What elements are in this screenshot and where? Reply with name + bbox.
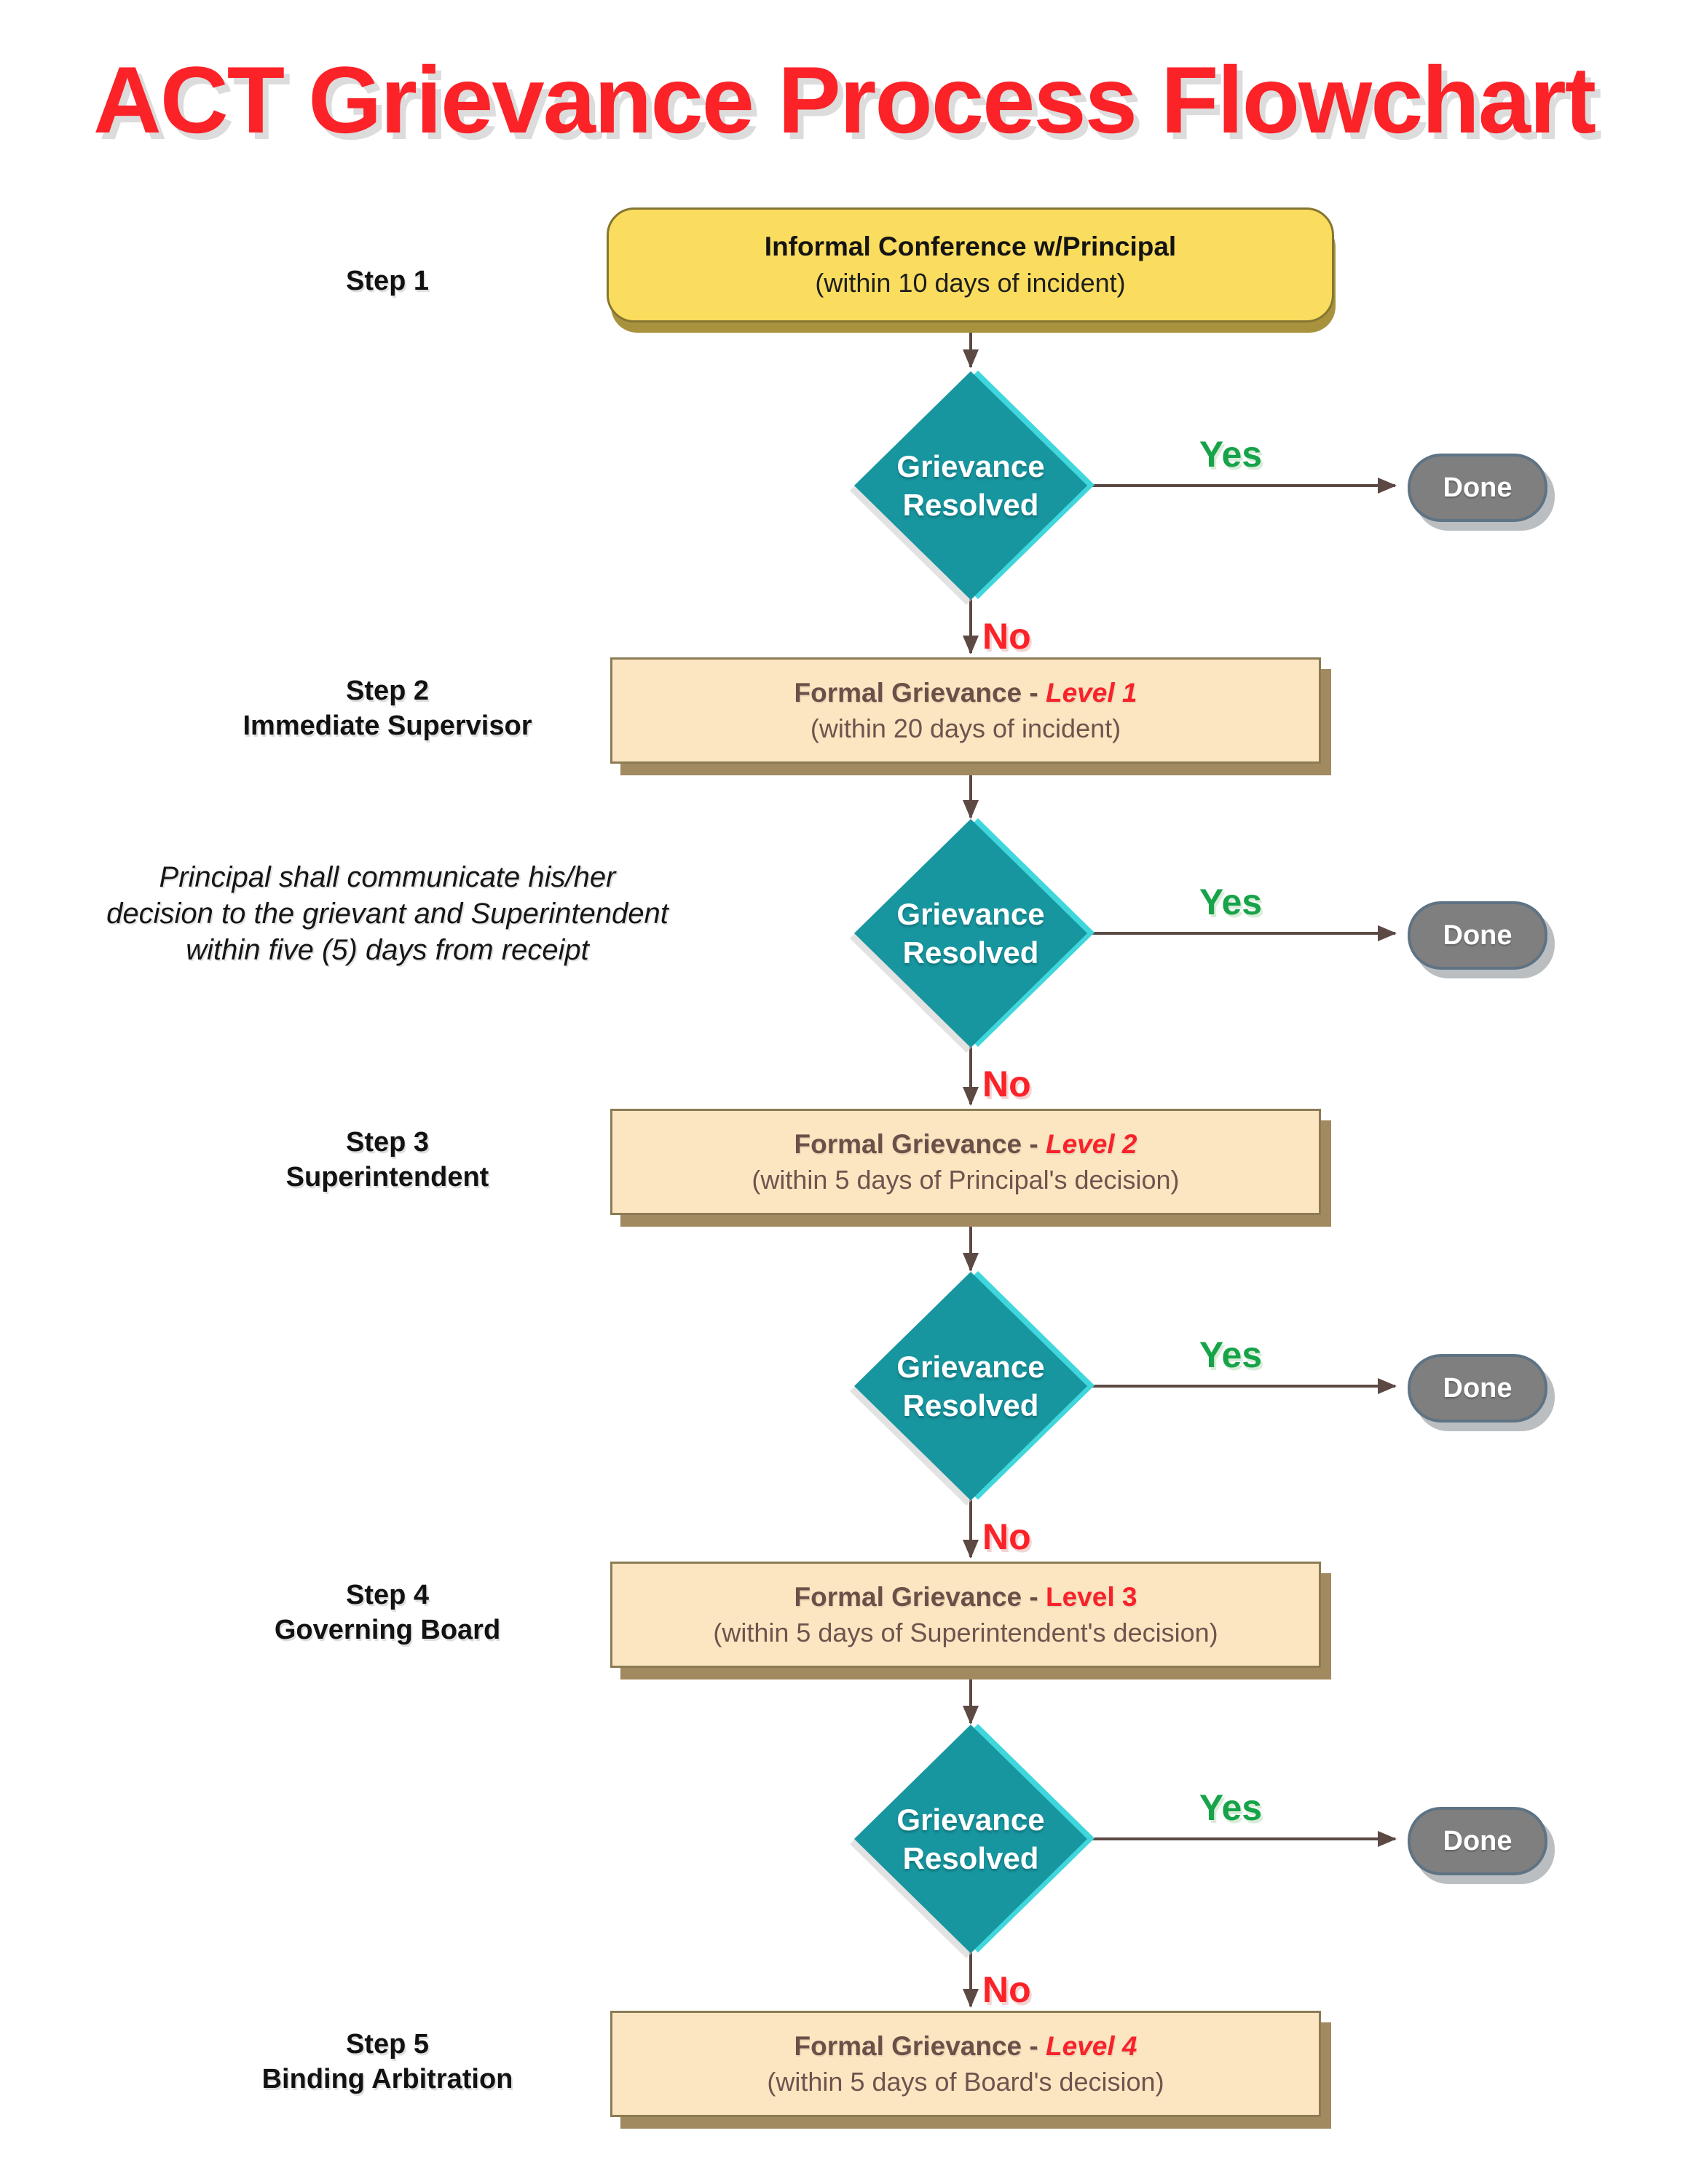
step4-box-prefix: Formal Grievance - xyxy=(794,1581,1038,1612)
note-line3: within five (5) days from receipt xyxy=(186,934,589,966)
no-label-1: No xyxy=(982,616,1031,657)
diamond-shape xyxy=(850,1271,1095,1506)
diamond-shape xyxy=(850,1724,1095,1958)
no-label-4: No xyxy=(982,1969,1031,2010)
step5-box-level: Level 4 xyxy=(1045,2030,1137,2061)
done-terminal-3: Done xyxy=(1408,1354,1547,1423)
step3-box-prefix: Formal Grievance - xyxy=(794,1128,1038,1159)
done-terminal-1: Done xyxy=(1408,454,1547,522)
yes-label-1: Yes xyxy=(1199,434,1263,475)
decision3-diamond: Grievance Resolved xyxy=(847,1265,1095,1508)
yes-label-3: Yes xyxy=(1199,1334,1263,1375)
step2-label-line1: Step 2 xyxy=(345,676,430,706)
decision4-diamond: Grievance Resolved xyxy=(847,1717,1095,1961)
step2-label-line2: Immediate Supervisor xyxy=(242,711,532,741)
principal-decision-note: Principal shall communicate his/her deci… xyxy=(52,859,722,968)
diamond-shape xyxy=(850,818,1095,1053)
step4-process-box: Formal Grievance - Level 3 (within 5 day… xyxy=(610,1562,1321,1668)
step5-label-line2: Binding Arbitration xyxy=(261,2064,513,2094)
decision-line2: Resolved xyxy=(902,488,1039,522)
step3-label: Step 3 Superintendent xyxy=(82,1125,693,1195)
decision-line1: Grievance xyxy=(896,1803,1045,1837)
step3-label-line2: Superintendent xyxy=(285,1162,489,1192)
step4-box-title: Formal Grievance - Level 3 xyxy=(794,1582,1137,1613)
step2-box-subtitle: (within 20 days of incident) xyxy=(810,713,1121,743)
decision2-text: Grievance Resolved xyxy=(847,812,1095,1055)
step3-box-subtitle: (within 5 days of Principal's decision) xyxy=(752,1164,1180,1195)
step3-box-level: Level 2 xyxy=(1045,1128,1137,1159)
step5-box-subtitle: (within 5 days of Board's decision) xyxy=(767,2066,1164,2097)
step3-label-line1: Step 3 xyxy=(345,1127,430,1158)
decision1-text: Grievance Resolved xyxy=(847,364,1095,607)
step1-box-subtitle: (within 10 days of incident) xyxy=(815,268,1126,298)
decision2-diamond: Grievance Resolved xyxy=(847,812,1095,1055)
decision1-diamond: Grievance Resolved xyxy=(847,364,1095,607)
done-terminal-4: Done xyxy=(1408,1807,1547,1875)
yes-label-2: Yes xyxy=(1199,882,1263,922)
decision-line2: Resolved xyxy=(902,1388,1039,1423)
step1-label: Step 1 xyxy=(82,264,693,298)
step4-label-line1: Step 4 xyxy=(345,1580,430,1610)
done-terminal-2: Done xyxy=(1408,901,1547,970)
step2-box-level: Level 1 xyxy=(1045,677,1137,708)
step1-start-box: Informal Conference w/Principal (within … xyxy=(607,207,1334,323)
step4-label-line2: Governing Board xyxy=(274,1615,501,1645)
no-label-3: No xyxy=(982,1516,1031,1557)
decision-line1: Grievance xyxy=(896,897,1045,931)
decision3-text: Grievance Resolved xyxy=(847,1265,1095,1508)
step5-box-title: Formal Grievance - Level 4 xyxy=(794,2031,1137,2062)
step2-box-title: Formal Grievance - Level 1 xyxy=(794,678,1137,708)
step1-box-title: Informal Conference w/Principal xyxy=(764,232,1177,261)
decision-line2: Resolved xyxy=(902,935,1039,970)
step4-box-level: Level 3 xyxy=(1045,1581,1137,1612)
step1-label-line: Step 1 xyxy=(345,266,430,296)
decision-line1: Grievance xyxy=(896,449,1045,483)
step5-label-line1: Step 5 xyxy=(345,2029,430,2060)
step5-process-box: Formal Grievance - Level 4 (within 5 day… xyxy=(610,2011,1321,2117)
diamond-shape xyxy=(850,371,1095,605)
step2-label: Step 2 Immediate Supervisor xyxy=(82,673,693,743)
note-line2: decision to the grievant and Superintend… xyxy=(106,898,669,930)
step5-box-prefix: Formal Grievance - xyxy=(794,2030,1038,2061)
no-label-2: No xyxy=(982,1064,1031,1104)
page-title: ACT Grievance Process Flowchart xyxy=(92,47,1596,153)
decision-line2: Resolved xyxy=(902,1841,1039,1875)
yes-label-4: Yes xyxy=(1199,1787,1263,1828)
step5-label: Step 5 Binding Arbitration xyxy=(82,2027,693,2097)
step2-box-prefix: Formal Grievance - xyxy=(794,677,1038,708)
decision4-text: Grievance Resolved xyxy=(847,1717,1095,1961)
step2-process-box: Formal Grievance - Level 1 (within 20 da… xyxy=(610,657,1321,764)
step4-box-subtitle: (within 5 days of Superintendent's decis… xyxy=(713,1617,1218,1647)
decision-line1: Grievance xyxy=(896,1350,1045,1384)
step3-box-title: Formal Grievance - Level 2 xyxy=(794,1129,1137,1160)
step3-process-box: Formal Grievance - Level 2 (within 5 day… xyxy=(610,1109,1321,1215)
step4-label: Step 4 Governing Board xyxy=(82,1578,693,1647)
note-line1: Principal shall communicate his/her xyxy=(159,861,616,893)
